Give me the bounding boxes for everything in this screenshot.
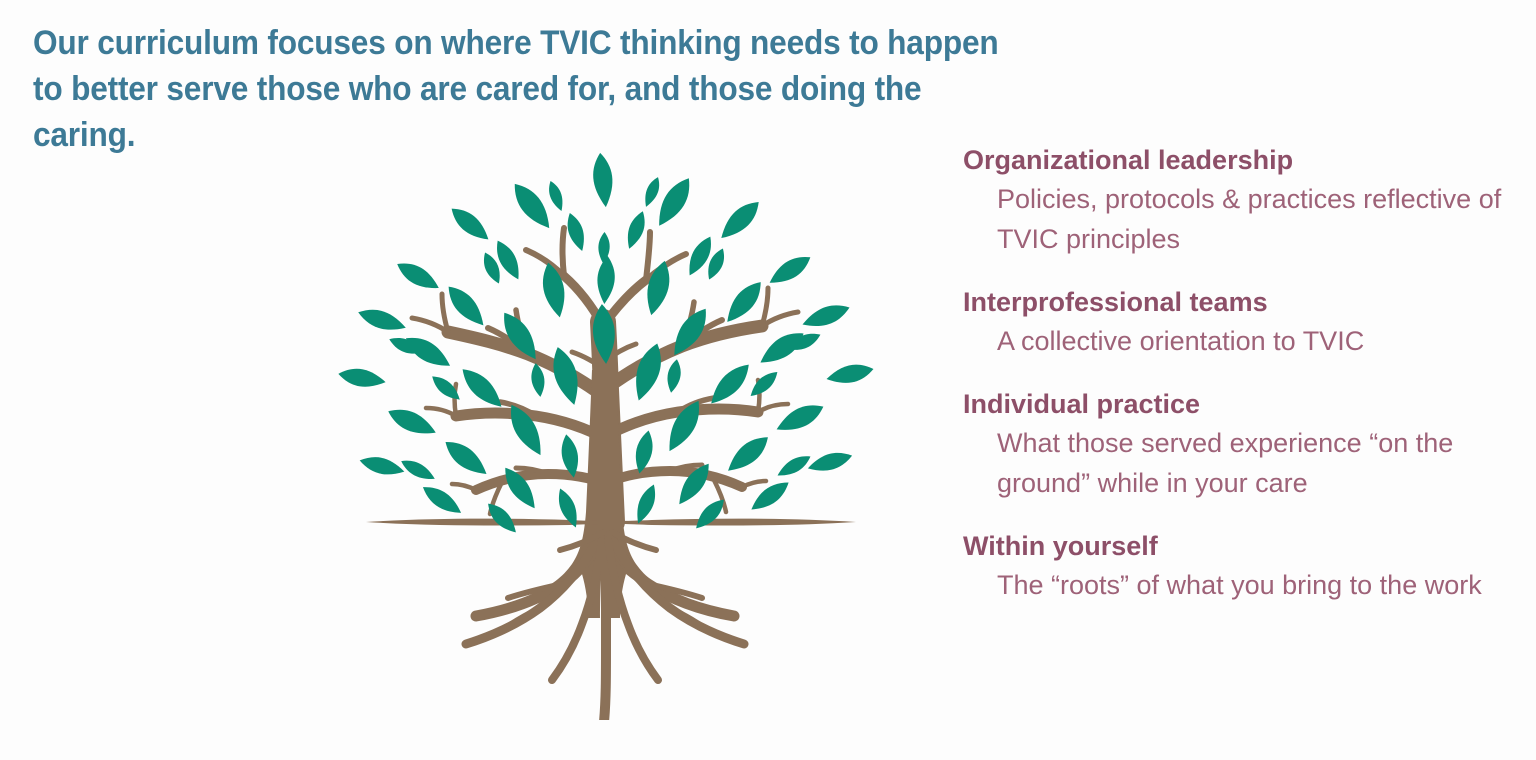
tree-with-roots-illustration [270, 140, 950, 720]
list-item: Interprofessional teams A collective ori… [963, 285, 1529, 361]
ground-line [366, 518, 856, 526]
tree-leaves-group [338, 152, 874, 533]
page-title: Our curriculum focuses on where TVIC thi… [33, 24, 999, 154]
concept-list: Organizational leadership Policies, prot… [963, 143, 1529, 605]
concept-title-organizational-leadership: Organizational leadership [963, 145, 1294, 175]
tree-trunk [536, 370, 672, 618]
list-item: Within yourself The “roots” of what you … [963, 529, 1529, 605]
concept-description-organizational-leadership: Policies, protocols & practices reflecti… [997, 184, 1502, 254]
concept-description-within-yourself: The “roots” of what you bring to the wor… [997, 570, 1482, 600]
list-item: Organizational leadership Policies, prot… [963, 143, 1529, 259]
concept-description-individual-practice: What those served experience “on the gro… [997, 428, 1454, 498]
concept-title-interprofessional-teams: Interprofessional teams [963, 287, 1268, 317]
list-item: Individual practice What those served ex… [963, 387, 1529, 503]
concept-title-within-yourself: Within yourself [963, 531, 1158, 561]
concept-description-interprofessional-teams: A collective orientation to TVIC [997, 326, 1365, 356]
tree-roots-group [461, 529, 749, 720]
concept-title-individual-practice: Individual practice [963, 389, 1201, 419]
